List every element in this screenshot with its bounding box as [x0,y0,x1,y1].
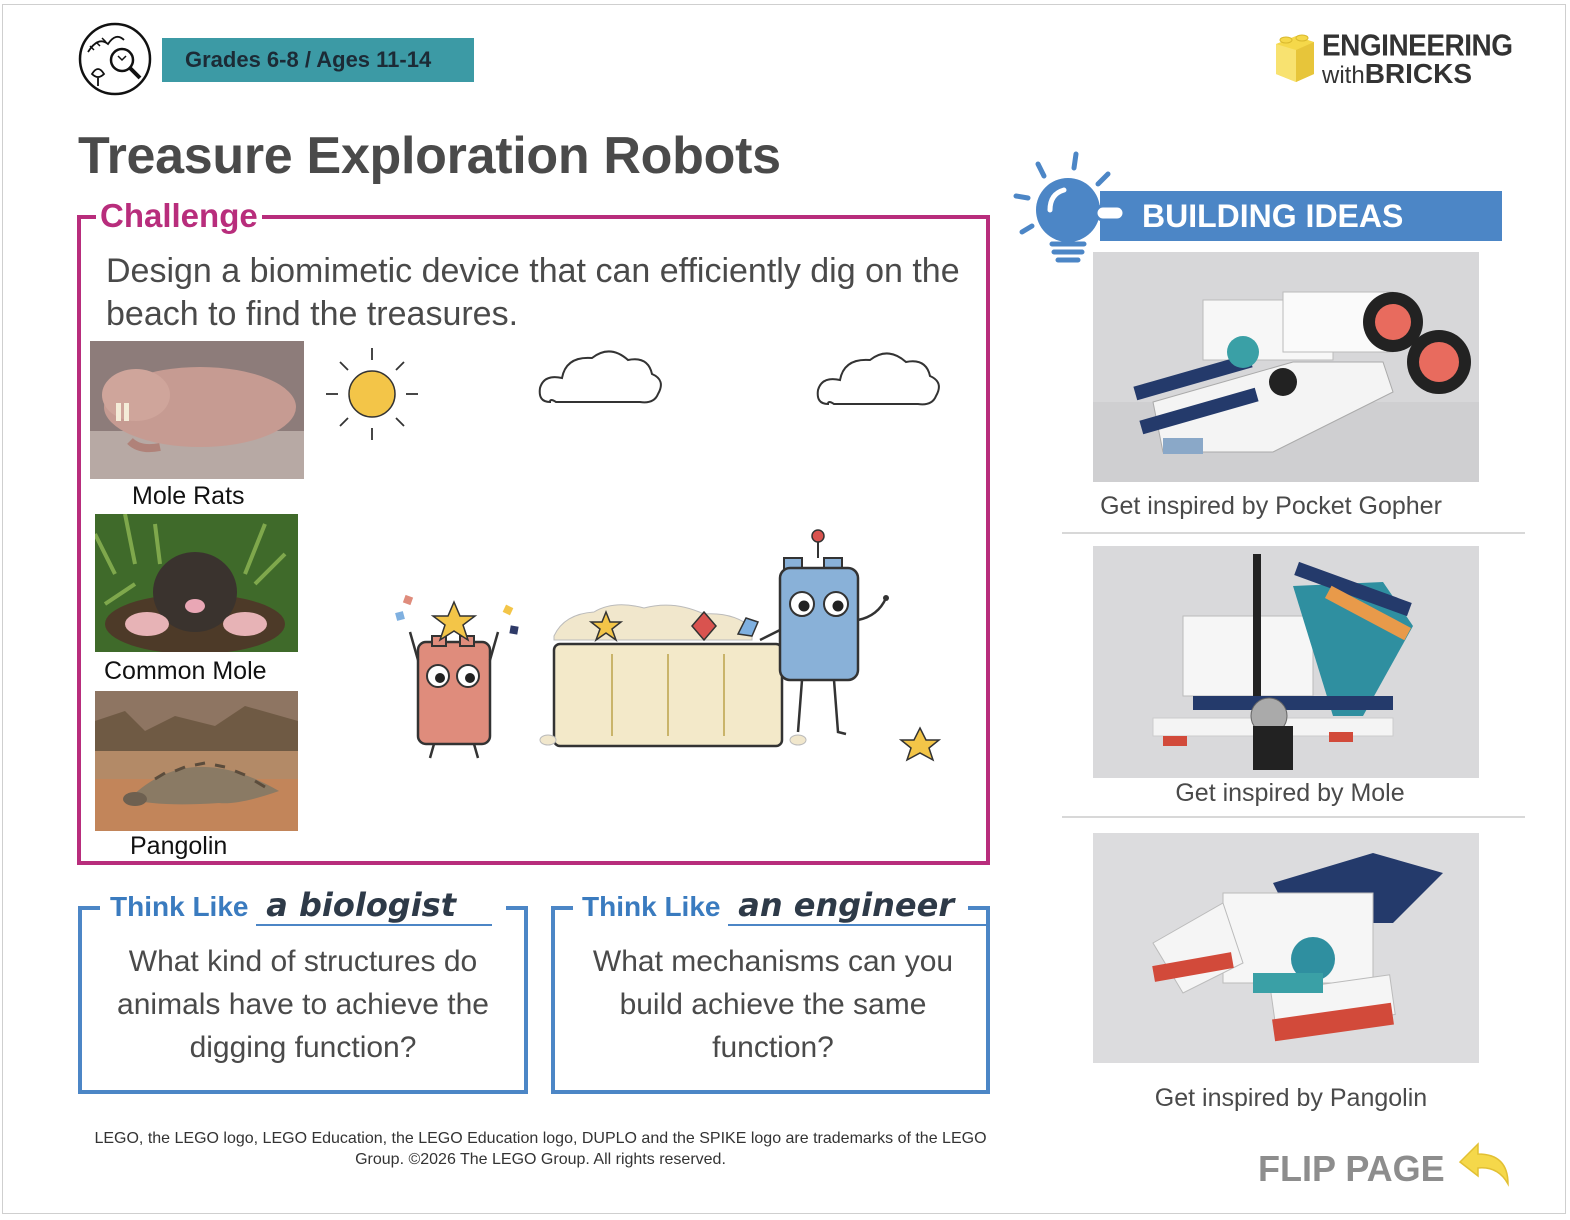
sun-icon [326,348,418,440]
pocket-gopher-build-photo [1093,252,1479,482]
pangolin-build-photo [1093,833,1479,1063]
blue-robot-character [759,529,889,736]
think-engineer-panel [551,906,990,1094]
animal-caption: Mole Rats [132,482,245,510]
red-robot-character [395,594,519,759]
yellow-brick-icon [1276,34,1314,82]
building-ideas-banner: BUILDING IDEAS [1100,191,1502,241]
idea-caption: Get inspired by Mole [1175,779,1405,807]
think-engineer-heading: Think Like an engineer [582,886,991,926]
pangolin-photo [95,691,298,831]
treasure-chest-illustration [539,604,807,748]
legal-footer: LEGO, the LEGO logo, LEGO Education, the… [94,1130,987,1168]
science-badge-icon [78,22,152,96]
page-title: Treasure Exploration Robots [78,127,781,185]
treasure-scene-illustration [326,348,942,762]
think-role: an engineer [728,886,991,926]
star-icon [898,726,942,762]
flip-page-button[interactable]: FLIP PAGE [1258,1148,1445,1189]
divider [1062,532,1525,534]
animal-caption: Pangolin [130,832,228,860]
challenge-panel [77,215,990,865]
challenge-heading: Challenge [96,197,262,235]
think-prefix: Think Like [110,891,249,922]
brand-engineering-text: ENGINEERING [1322,27,1513,62]
mole-rat-photo [90,341,304,479]
think-role: a biologist [256,886,493,926]
mole-build-photo [1093,546,1479,778]
cloud-icon [538,350,662,404]
engineering-with-bricks-logo: ENGINEERING withBRICKS [1272,29,1513,89]
think-biologist-panel [78,906,528,1094]
cloud-icon [816,352,940,406]
animal-caption: Common Mole [104,657,267,685]
brand-with-text: with [1322,62,1365,89]
flip-arrow-icon[interactable] [1458,1140,1514,1188]
grade-badge: Grades 6-8 / Ages 11-14 [162,38,474,82]
idea-caption: Get inspired by Pangolin [1154,1084,1428,1112]
think-prefix: Think Like [582,891,721,922]
brand-bricks-text: BRICKS [1364,58,1473,89]
lightbulb-icon [1013,151,1126,263]
think-biologist-heading: Think Like a biologist [110,886,493,926]
idea-caption: Get inspired by Pocket Gopher [1100,492,1442,520]
challenge-description: Design a biomimetic device that can effi… [106,252,960,333]
think-engineer-question: What mechanisms can you build achieve th… [592,945,954,1064]
divider [1062,816,1525,818]
common-mole-photo [95,514,298,652]
think-biologist-question: What kind of structures do animals have … [117,945,489,1064]
